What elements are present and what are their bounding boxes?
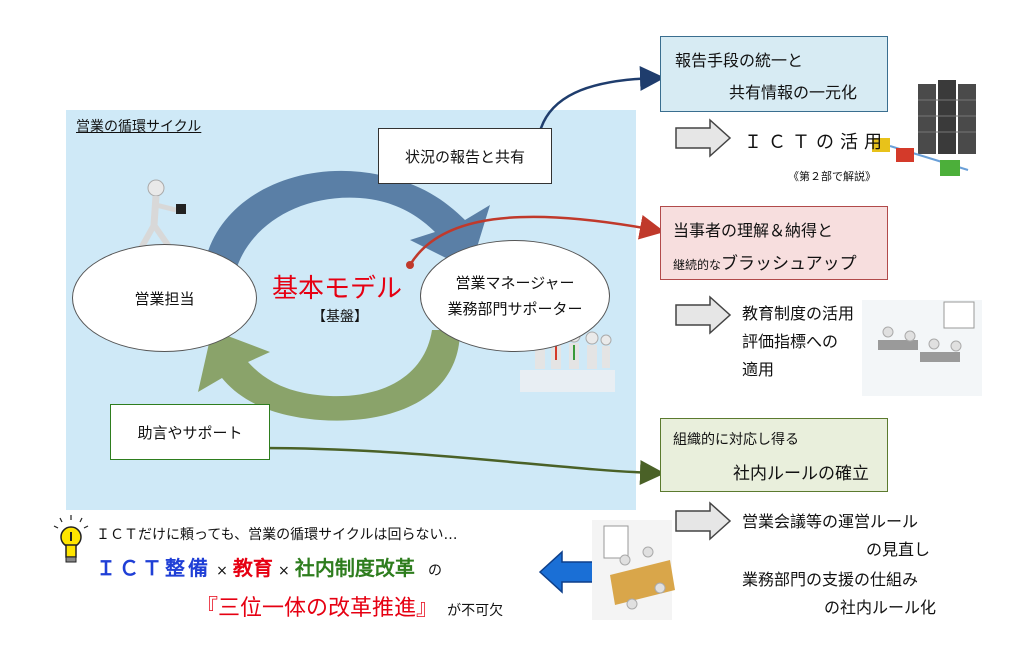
formula-no: の (427, 563, 442, 579)
required-text: が不可欠 (447, 603, 504, 619)
sales-ellipse: 営業担当 (72, 244, 257, 352)
rule-establish-box: 組織的に対応し得る 社内ルールの確立 (660, 418, 888, 492)
trinity-line: 『三位一体の改革推進』 が不可欠 (196, 590, 503, 622)
understanding-big: ブラッシュアップ (721, 254, 857, 274)
model-title: 基本モデル (272, 274, 403, 304)
trinity-text: 『三位一体の改革推進』 (196, 596, 439, 621)
rule-line2: の見直し (866, 540, 931, 559)
classroom-icon (862, 300, 982, 396)
rule-line4: の社内ルール化 (824, 598, 937, 617)
understanding-small: 継続的な (673, 258, 722, 272)
understanding-line2: 継続的なブラッシュアップ (673, 249, 857, 274)
formula-edu: 教育 (232, 556, 273, 580)
understanding-line1: 当事者の理解＆納得と (673, 221, 834, 240)
formula-line: ＩＣＴ整備 × 教育 × 社内制度改革 の (96, 552, 442, 581)
connector-advice (261, 446, 665, 486)
block-arrow-edu (675, 295, 732, 335)
advice-support-box: 助言やサポート (110, 404, 270, 460)
unify-report-line1: 報告手段の統一と (675, 51, 804, 70)
manager-label-2: 業務部門サポーター (447, 300, 583, 318)
rule-establish-line2: 社内ルールの確立 (733, 464, 869, 484)
unify-report-box: 報告手段の統一と 共有情報の一元化 (660, 36, 888, 112)
rule-line1: 営業会議等の運営ルール (742, 512, 919, 531)
understanding-box: 当事者の理解＆納得と 継続的なブラッシュアップ (660, 206, 888, 280)
edu-line2: 評価指標への (742, 332, 839, 351)
light-bulb-icon (53, 515, 89, 563)
report-share-label: 状況の報告と共有 (404, 147, 525, 166)
report-share-box: 状況の報告と共有 (378, 128, 552, 184)
ict-use-label: ＩＣＴの活用 (744, 132, 888, 153)
meeting-icon (592, 520, 675, 620)
warning-text: ＩＣＴだけに頼っても、営業の循環サイクルは回らない… (96, 527, 458, 543)
cycle-arrow-bottom (198, 330, 460, 421)
cycle-title: 営業の循環サイクル (76, 119, 202, 135)
block-arrow-rule (675, 501, 732, 541)
edu-line3: 適用 (742, 360, 775, 379)
cycle-arrow-top (205, 170, 490, 270)
connector-model (408, 214, 665, 266)
model-subtitle: 【基盤】 (312, 309, 368, 325)
rule-line3: 業務部門の支援の仕組み (742, 570, 919, 589)
sales-label: 営業担当 (134, 289, 195, 308)
block-arrow-ict (675, 118, 732, 158)
server-icon (872, 80, 976, 176)
edu-line1: 教育制度の活用 (742, 304, 855, 323)
advice-support-label: 助言やサポート (137, 423, 243, 442)
formula-times-2: × (278, 563, 290, 579)
formula-ict: ＩＣＴ整備 (96, 556, 211, 580)
rule-establish-line1: 組織的に対応し得る (673, 432, 799, 448)
manager-label-1: 営業マネージャー (455, 274, 575, 292)
formula-times-1: × (216, 563, 228, 579)
manager-ellipse: 営業マネージャー 業務部門サポーター (420, 240, 610, 352)
blue-pointer-arrow (538, 550, 597, 594)
formula-reform: 社内制度改革 (294, 556, 415, 580)
ict-note-label: 《第２部で解説》 (788, 170, 876, 183)
connector-report (536, 65, 665, 141)
unify-report-line2: 共有情報の一元化 (729, 83, 858, 102)
